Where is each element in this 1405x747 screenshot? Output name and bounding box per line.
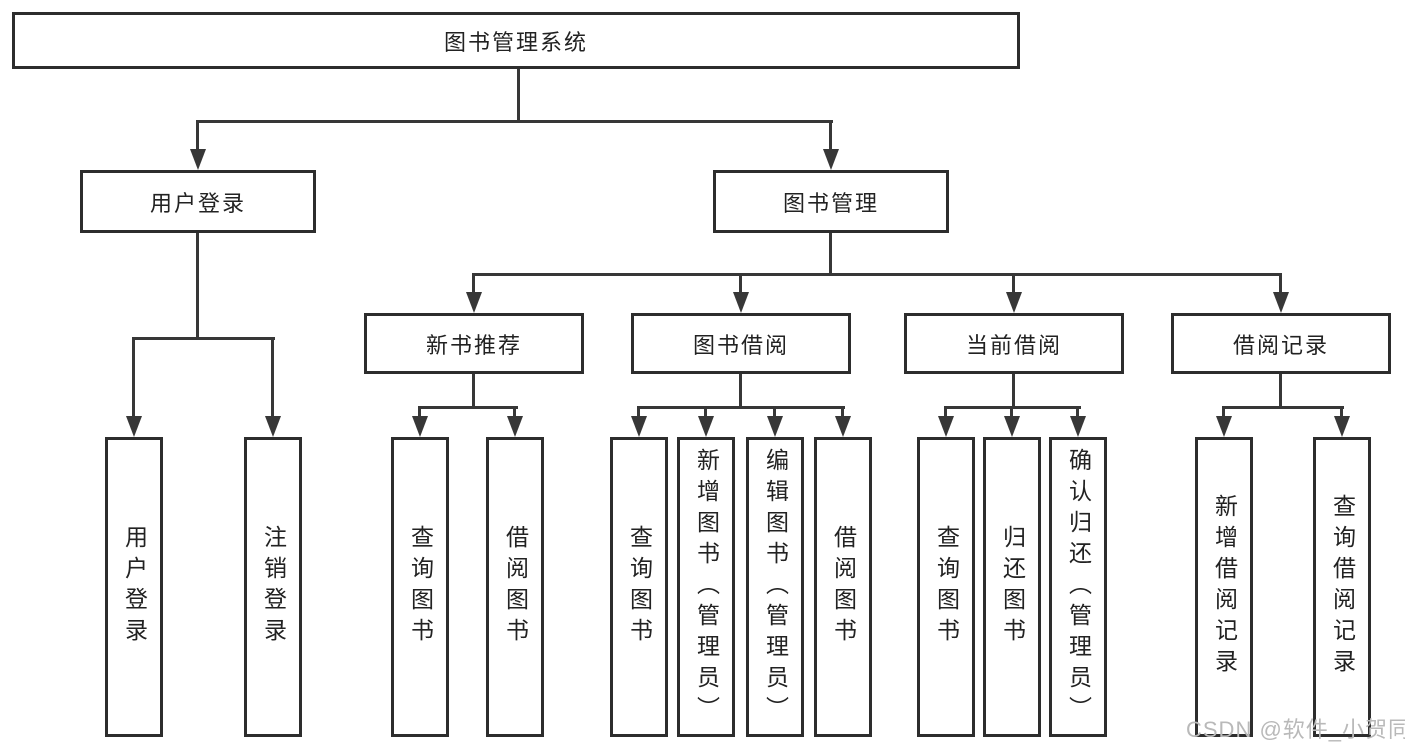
node-borrow-records: 借阅记录: [1171, 313, 1391, 374]
connector-drop: [944, 406, 947, 419]
node-label: 用户登录: [149, 190, 246, 216]
node-label: 借阅记录: [1232, 332, 1329, 358]
connector-drop: [1279, 273, 1282, 295]
leaf-add-borrow-record: 新增借阅记录: [1195, 437, 1253, 737]
arrow-down-icon: [1273, 292, 1289, 313]
node-label: 查询图书: [626, 525, 653, 649]
arrow-down-icon: [1334, 416, 1350, 437]
arrow-down-icon: [507, 416, 523, 437]
connector-stem: [472, 374, 475, 406]
node-label: 图书管理系统: [443, 29, 588, 55]
node-book-borrow: 图书借阅: [631, 313, 851, 374]
connector-split: [1222, 406, 1344, 409]
connector-drop: [1076, 406, 1079, 419]
connector-drop: [1012, 273, 1015, 295]
node-label: 当前借阅: [965, 332, 1062, 358]
connector-user-login-drop: [196, 120, 199, 152]
arrow-down-icon: [733, 292, 749, 313]
node-label: 查询借阅记录: [1329, 494, 1356, 680]
connector-stem: [1279, 374, 1282, 406]
connector-drop: [637, 406, 640, 419]
arrow-down-icon: [466, 292, 482, 313]
arrow-down-icon: [698, 416, 714, 437]
connector-drop: [1010, 406, 1013, 419]
node-label: 新增借阅记录: [1211, 494, 1238, 680]
node-library-management-system: 图书管理系统: [12, 12, 1020, 69]
connector-user-login-split: [132, 337, 275, 340]
arrow-down-icon: [631, 416, 647, 437]
node-label: 查询图书: [933, 525, 960, 649]
arrow-down-icon: [1006, 292, 1022, 313]
connector-stem: [1012, 374, 1015, 406]
node-book-management: 图书管理: [713, 170, 949, 233]
connector-drop: [773, 406, 776, 419]
leaf-user-login: 用户登录: [105, 437, 163, 737]
leaf-return-books: 归还图书: [983, 437, 1041, 737]
connector-drop: [418, 406, 421, 419]
arrow-down-icon: [412, 416, 428, 437]
node-label: 确认归还（管理员）: [1065, 447, 1092, 727]
connector-drop: [132, 337, 135, 419]
connector-split: [637, 406, 845, 409]
arrow-down-icon: [1216, 416, 1232, 437]
leaf-borrow-books: 借阅图书: [814, 437, 872, 737]
node-label: 图书管理: [782, 190, 879, 216]
connector-root-stem: [517, 69, 520, 120]
arrow-down-icon: [1004, 416, 1020, 437]
connector-root-split: [196, 120, 833, 123]
arrow-down-icon: [823, 149, 839, 170]
connector-book-mgmt-stem: [829, 233, 832, 273]
connector-drop: [1222, 406, 1225, 419]
node-label: 图书借阅: [692, 332, 789, 358]
leaf-add-books-admin: 新增图书（管理员）: [677, 437, 735, 737]
node-label: 借阅图书: [502, 525, 529, 649]
node-label: 注销登录: [260, 525, 287, 649]
connector-drop: [1340, 406, 1343, 419]
leaf-query-books-current: 查询图书: [917, 437, 975, 737]
leaf-borrow-books-recommend: 借阅图书: [486, 437, 544, 737]
connector-split: [418, 406, 518, 409]
node-label: 新增图书（管理员）: [693, 447, 720, 727]
node-label: 查询图书: [407, 525, 434, 649]
arrow-down-icon: [938, 416, 954, 437]
leaf-query-borrow-record: 查询借阅记录: [1313, 437, 1371, 737]
connector-book-mgmt-split: [472, 273, 1282, 276]
connector-book-mgmt-drop: [829, 120, 832, 152]
leaf-edit-books-admin: 编辑图书（管理员）: [746, 437, 804, 737]
leaf-logout: 注销登录: [244, 437, 302, 737]
leaf-query-books-recommend: 查询图书: [391, 437, 449, 737]
arrow-down-icon: [767, 416, 783, 437]
arrow-down-icon: [1070, 416, 1086, 437]
arrow-down-icon: [126, 416, 142, 437]
leaf-query-books-borrow: 查询图书: [610, 437, 668, 737]
csdn-watermark: CSDN @软件_小贺同学: [1186, 717, 1405, 742]
leaf-confirm-return-admin: 确认归还（管理员）: [1049, 437, 1107, 737]
arrow-down-icon: [835, 416, 851, 437]
arrow-down-icon: [190, 149, 206, 170]
node-user-login: 用户登录: [80, 170, 316, 233]
connector-drop: [739, 273, 742, 295]
connector-drop: [841, 406, 844, 419]
node-label: 用户登录: [121, 525, 148, 649]
connector-drop: [513, 406, 516, 419]
connector-stem: [739, 374, 742, 406]
connector-drop: [271, 337, 274, 419]
connector-drop: [704, 406, 707, 419]
node-label: 归还图书: [999, 525, 1026, 649]
node-label: 编辑图书（管理员）: [762, 447, 789, 727]
node-current-borrow: 当前借阅: [904, 313, 1124, 374]
node-label: 借阅图书: [830, 525, 857, 649]
connector-drop: [472, 273, 475, 295]
arrow-down-icon: [265, 416, 281, 437]
node-new-book-recommend: 新书推荐: [364, 313, 584, 374]
node-label: 新书推荐: [425, 332, 522, 358]
connector-user-login-stem: [196, 233, 199, 337]
